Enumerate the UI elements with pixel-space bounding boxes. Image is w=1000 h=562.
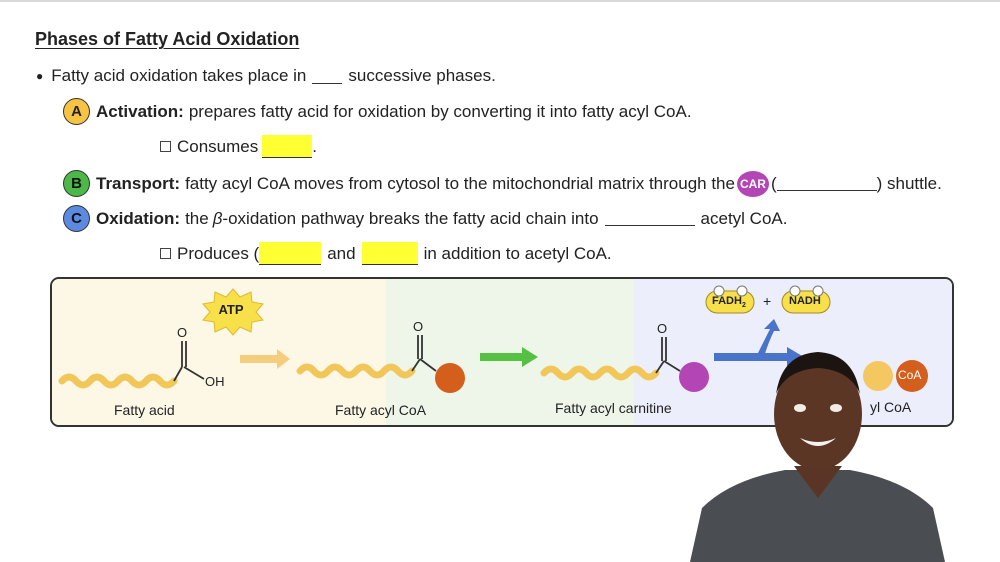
presenter-eye-right bbox=[830, 404, 842, 412]
coa-ball-final bbox=[896, 360, 928, 392]
blank-phases bbox=[312, 69, 343, 84]
car-badge: CAR bbox=[736, 170, 769, 197]
transport-arrow bbox=[480, 347, 538, 367]
blank-shuttle bbox=[776, 176, 877, 191]
phase-c-sub: Produces ( and in addition to acetyl CoA… bbox=[160, 242, 612, 265]
badge-a: A bbox=[63, 98, 90, 125]
phase-b-heading: Transport: bbox=[96, 173, 181, 193]
phase-c-line: C Oxidation: the β -oxidation pathway br… bbox=[63, 205, 787, 232]
top-border bbox=[0, 0, 1000, 2]
highlight-blank-produces-1 bbox=[259, 242, 322, 265]
atp-label: ATP bbox=[218, 302, 244, 317]
bullet-icon: ● bbox=[36, 69, 44, 83]
presenter-hair bbox=[776, 352, 860, 394]
bond-coa bbox=[419, 358, 437, 372]
double-bond-3 bbox=[661, 337, 667, 361]
label-fatty-acyl-coa: Fatty acyl CoA bbox=[335, 402, 427, 418]
label-fatty-acyl-carnitine: Fatty acyl carnitine bbox=[555, 400, 672, 416]
bond-3 bbox=[655, 360, 665, 374]
bond-2 bbox=[411, 358, 421, 372]
plus-label: + bbox=[763, 293, 772, 309]
presenter-eye-left bbox=[794, 404, 806, 412]
minus-icon bbox=[713, 285, 725, 297]
o-label-2: O bbox=[413, 319, 424, 334]
label-fatty-acid: Fatty acid bbox=[114, 402, 175, 418]
fatty-chain-3 bbox=[540, 365, 660, 381]
checkbox-icon bbox=[160, 141, 171, 152]
badge-c: C bbox=[63, 205, 90, 232]
o-label-1: O bbox=[177, 325, 188, 340]
acetyl-ball bbox=[863, 361, 893, 391]
coa-ball bbox=[435, 363, 465, 393]
branch-arrow bbox=[757, 319, 780, 357]
bond-1 bbox=[173, 366, 183, 382]
minus-icon bbox=[736, 285, 748, 297]
presenter-face bbox=[774, 358, 862, 470]
phase-a-sub: Consumes . bbox=[160, 135, 317, 158]
presenter-neck bbox=[794, 466, 842, 498]
bond-carnitine bbox=[663, 360, 681, 372]
page-title: Phases of Fatty Acid Oxidation bbox=[35, 29, 300, 49]
fatty-chain-2 bbox=[296, 363, 416, 379]
presenter-video bbox=[690, 352, 945, 562]
checkbox-icon bbox=[160, 248, 171, 259]
activation-arrow bbox=[240, 349, 290, 369]
zone-transport bbox=[386, 279, 634, 425]
fadh-label: FADH2 bbox=[712, 295, 746, 310]
bond-oh bbox=[183, 366, 205, 380]
carnitine-ball bbox=[679, 362, 709, 392]
nadh-label: NADH bbox=[789, 295, 821, 307]
coa-label: CoA bbox=[898, 368, 922, 382]
blank-acetyl bbox=[604, 211, 695, 226]
diagram-panel: ATP O OH O O FADH2 + NADH CoA Fatty acid… bbox=[50, 277, 954, 427]
intro-line: ● Fatty acid oxidation takes place in su… bbox=[36, 66, 496, 85]
minus-icon bbox=[812, 285, 824, 297]
phase-a-heading: Activation: bbox=[96, 101, 184, 121]
o-label-3: O bbox=[657, 321, 668, 336]
phase-a-line: A Activation: prepares fatty acid for ox… bbox=[63, 98, 692, 125]
atp-starburst bbox=[202, 288, 264, 336]
oh-label: OH bbox=[205, 374, 225, 389]
label-acetyl-coa: yl CoA bbox=[870, 399, 912, 415]
badge-b: B bbox=[63, 170, 90, 197]
fatty-chain-1 bbox=[58, 373, 178, 389]
double-bond-1 bbox=[181, 341, 187, 367]
highlight-blank-consumes bbox=[262, 135, 313, 158]
phase-c-heading: Oxidation: bbox=[96, 208, 181, 228]
highlight-blank-produces-2 bbox=[361, 242, 418, 265]
oxidation-arrow bbox=[714, 347, 804, 367]
presenter-shirt bbox=[690, 470, 945, 562]
double-bond-2 bbox=[417, 335, 423, 359]
diagram-svg bbox=[58, 285, 928, 393]
presenter-smile bbox=[800, 438, 836, 446]
phase-b-line: B Transport: fatty acyl CoA moves from c… bbox=[63, 170, 942, 197]
minus-icon bbox=[789, 285, 801, 297]
